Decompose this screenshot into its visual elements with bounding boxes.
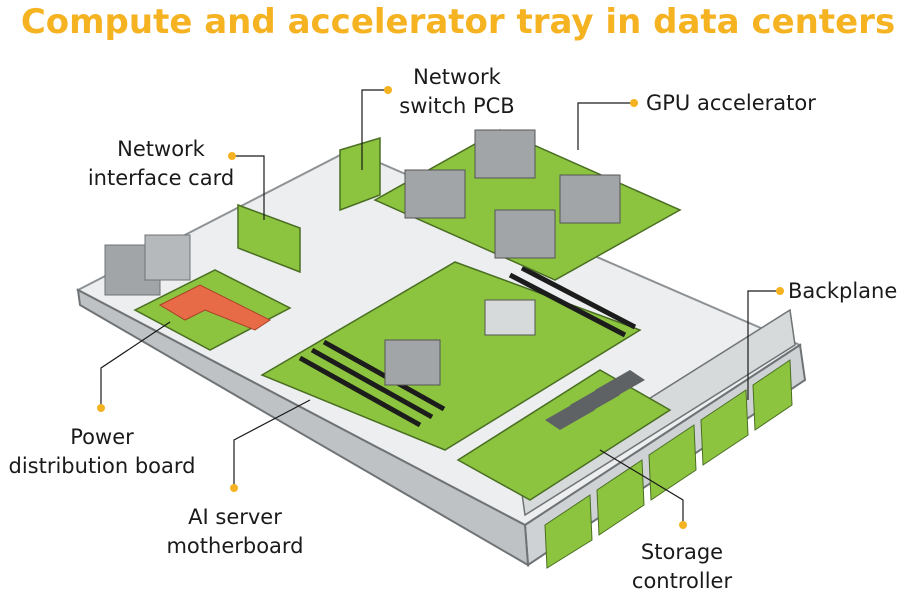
cpu-socket	[484, 299, 536, 336]
dot-backplane	[776, 287, 784, 295]
label-network-switch-pcb: Network switch PCB	[399, 65, 515, 118]
dot-network-switch	[384, 86, 392, 94]
network-interface-card-shape	[237, 203, 301, 274]
label-network-interface-card: Network interface card	[87, 137, 235, 190]
leader-dots	[97, 86, 784, 529]
label-ai-server-motherboard: AI server motherboard	[166, 505, 304, 558]
motherboard-shape	[260, 261, 642, 451]
dot-nic	[228, 152, 236, 160]
dot-gpu	[630, 99, 638, 107]
label-storage-controller: Storage controller	[631, 540, 733, 593]
cpu-heatsink	[384, 339, 441, 386]
chassis-side-wall	[76, 288, 530, 567]
dimm-slots	[298, 265, 637, 428]
label-gpu-accelerator: GPU accelerator	[646, 91, 816, 115]
gpu-heatsinks	[404, 129, 621, 259]
storage-controller-shape	[456, 369, 672, 501]
leader-lines	[100, 89, 780, 525]
label-backplane: Backplane	[788, 279, 898, 303]
dot-power	[97, 404, 105, 412]
network-switch-pcb-shape	[339, 136, 381, 212]
dot-storage	[679, 521, 687, 529]
label-power-distribution-board: Power distribution board	[8, 425, 196, 478]
diagram-title: Compute and accelerator tray in data cen…	[20, 2, 896, 42]
psu-block-2	[144, 234, 191, 281]
dot-motherboard	[230, 484, 238, 492]
copper-busbar	[158, 284, 271, 331]
storage-chips	[545, 370, 645, 430]
drive-bays	[544, 359, 793, 569]
